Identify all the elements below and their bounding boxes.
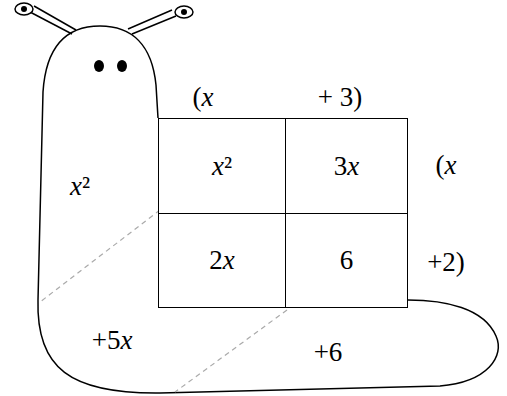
factor-term: (x [436, 152, 457, 179]
antenna [34, 6, 76, 30]
eye-stalk [15, 3, 33, 15]
eye [94, 60, 104, 72]
cell-term: x² [212, 153, 232, 180]
area-cell: x² [158, 118, 286, 214]
eye-dot [181, 9, 187, 15]
eye-stalk [175, 6, 193, 18]
antenna [128, 10, 172, 29]
product-term: x² [70, 173, 90, 200]
cell-term: 2x [209, 247, 234, 274]
eye-dot [21, 6, 27, 12]
factor-term: +2) [427, 249, 465, 276]
factor-term: (x [193, 84, 214, 111]
dashed-divider [40, 210, 160, 302]
factor-term: + 3) [318, 84, 362, 111]
eye [117, 60, 127, 72]
dashed-divider [175, 310, 287, 392]
area-cell: 2x [158, 213, 286, 308]
cell-term: 3x [334, 153, 359, 180]
cell-term: 6 [340, 247, 354, 274]
product-term: +6 [314, 339, 343, 366]
snail-body [38, 26, 498, 393]
area-cell: 3x [285, 118, 408, 214]
area-cell: 6 [285, 213, 408, 308]
product-term: +5x [92, 327, 133, 354]
